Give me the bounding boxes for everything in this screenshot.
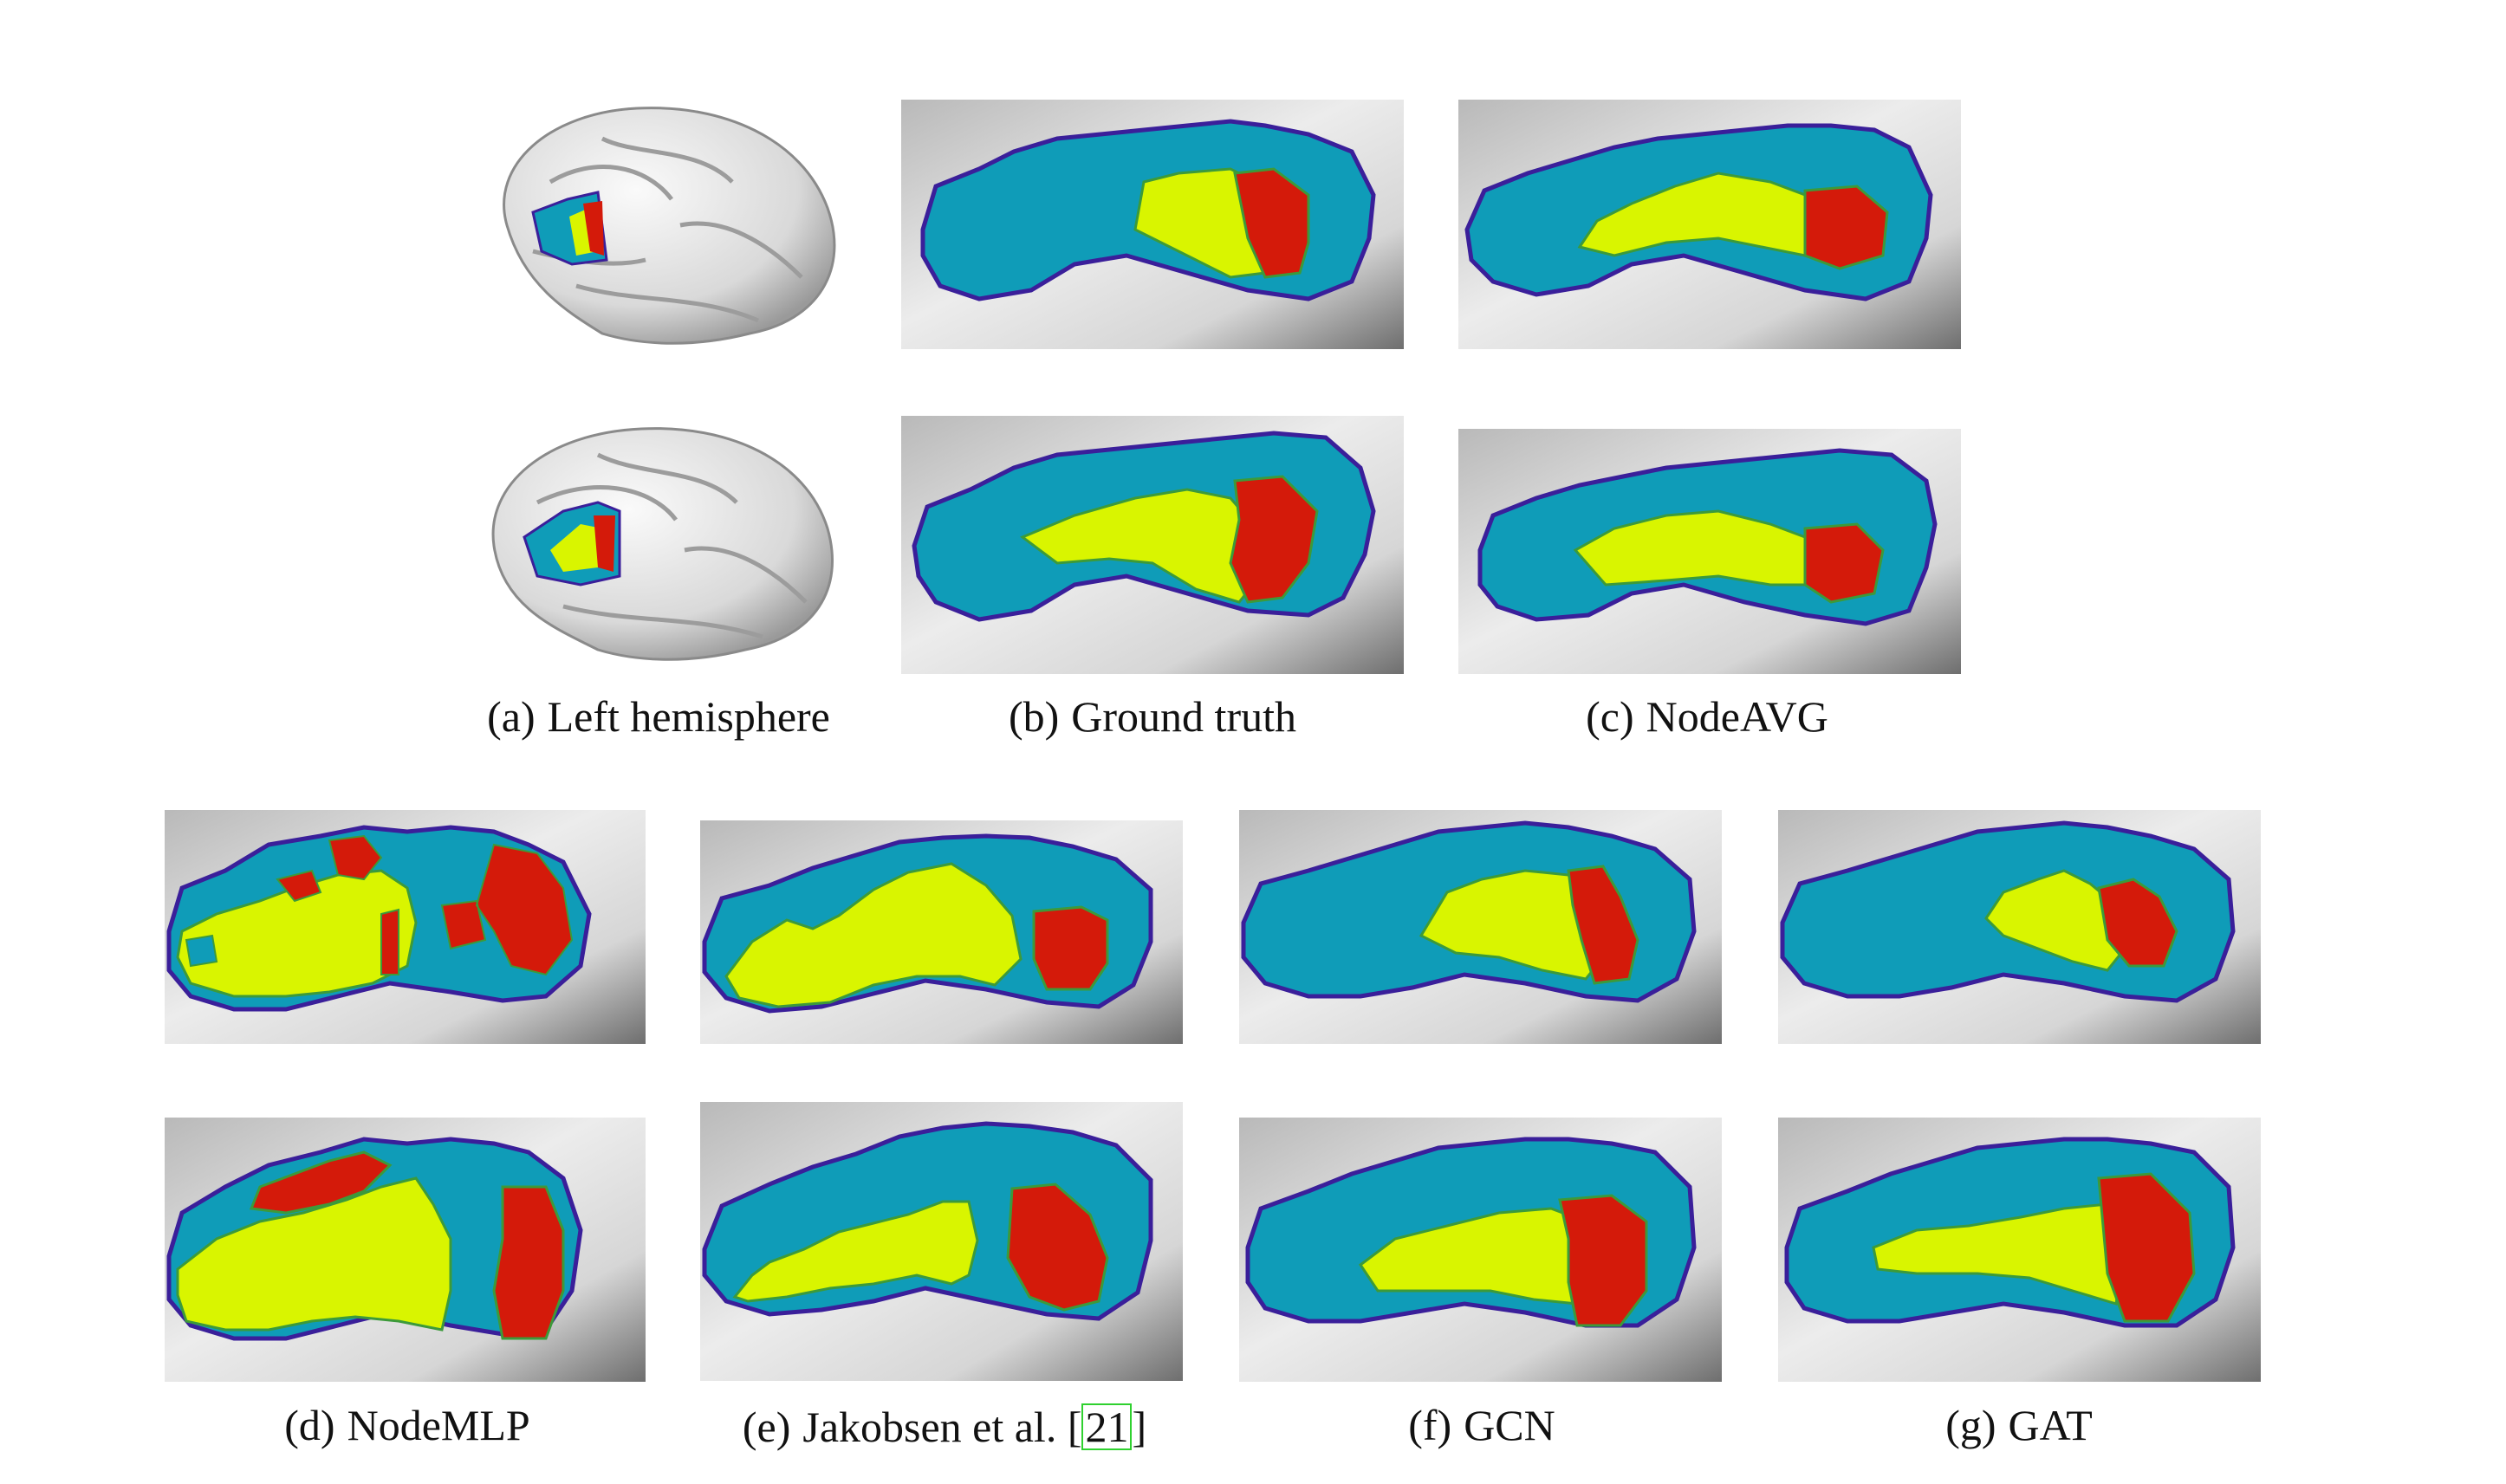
panel-gcn-bottom: [1239, 1118, 1722, 1382]
citation-link[interactable]: 21: [1081, 1403, 1133, 1450]
caption-gcn: (f) GCN: [1265, 1403, 1698, 1447]
panel-gcn-top: [1239, 810, 1722, 1044]
caption-text: NodeMLP: [347, 1401, 530, 1449]
panel-nodeavg-top: [1458, 100, 1961, 349]
caption-suffix: ]: [1132, 1403, 1147, 1451]
caption-label: (c): [1586, 692, 1634, 741]
caption-jakobsen: (e)Jakobsen et al. [21]: [693, 1403, 1196, 1450]
brain-left-hemisphere-top: [472, 87, 854, 364]
caption-nodemlp: (d)NodeMLP: [199, 1403, 615, 1447]
panel-jakobsen-bottom: [700, 1102, 1183, 1381]
caption-text: Left hemisphere: [547, 692, 830, 741]
panel-ground-truth-bottom: [901, 416, 1404, 674]
panel-nodemlp-bottom: [165, 1118, 646, 1382]
caption-text: GAT: [2008, 1401, 2093, 1449]
caption-nodeavg: (c)NodeAVG: [1490, 695, 1924, 738]
caption-left-hemisphere: (a)Left hemisphere: [451, 695, 867, 738]
panel-gat-top: [1778, 810, 2261, 1044]
caption-gat: (g)GAT: [1802, 1403, 2236, 1447]
caption-text: Jakobsen et al. [: [802, 1403, 1082, 1451]
panel-jakobsen-top: [700, 820, 1183, 1044]
panel-nodemlp-top: [165, 810, 646, 1044]
caption-label: (b): [1008, 692, 1060, 741]
brain-left-hemisphere-bottom: [468, 407, 849, 676]
caption-label: (g): [1945, 1401, 1996, 1449]
caption-label: (a): [487, 692, 536, 741]
caption-ground-truth: (b)Ground truth: [936, 695, 1369, 738]
caption-text: NodeAVG: [1646, 692, 1828, 741]
caption-text: GCN: [1464, 1401, 1555, 1449]
panel-nodeavg-bottom: [1458, 429, 1961, 674]
caption-label: (e): [742, 1403, 791, 1451]
panel-ground-truth-top: [901, 100, 1404, 349]
caption-text: Ground truth: [1071, 692, 1296, 741]
caption-label: (d): [284, 1401, 335, 1449]
caption-label: (f): [1408, 1401, 1452, 1449]
panel-gat-bottom: [1778, 1118, 2261, 1382]
